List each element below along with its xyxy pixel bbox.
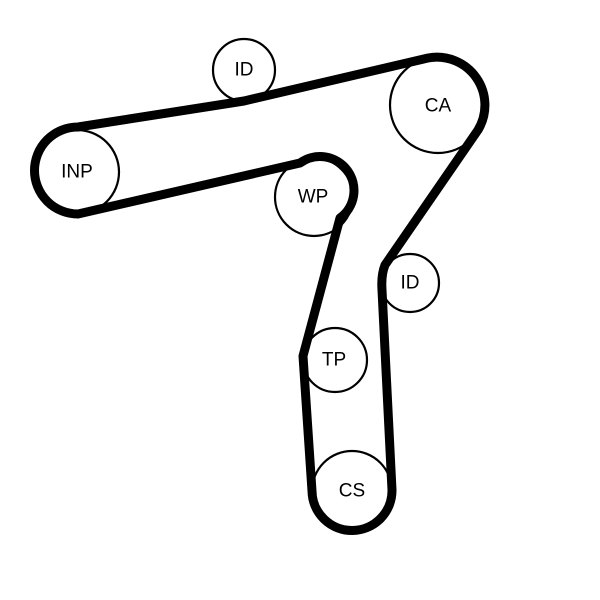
pulley-cs: CS: [310, 449, 394, 533]
pulley-wp-label: WP: [298, 187, 329, 208]
pulley-tp-label: TP: [322, 350, 346, 371]
pulley-cs-label: CS: [339, 481, 365, 502]
pulley-id-right-label: ID: [401, 273, 420, 294]
drive-belt: [30, 52, 490, 535]
pulley-ca: CA: [388, 55, 488, 155]
pulley-id-right: ID: [379, 252, 441, 314]
pulley-id-top-label: ID: [235, 60, 254, 81]
pulley-ca-label: CA: [425, 96, 452, 117]
pulley-id-top: ID: [211, 37, 277, 103]
pulley-tp: TP: [301, 326, 369, 394]
pulley-inp-label: INP: [61, 162, 93, 183]
